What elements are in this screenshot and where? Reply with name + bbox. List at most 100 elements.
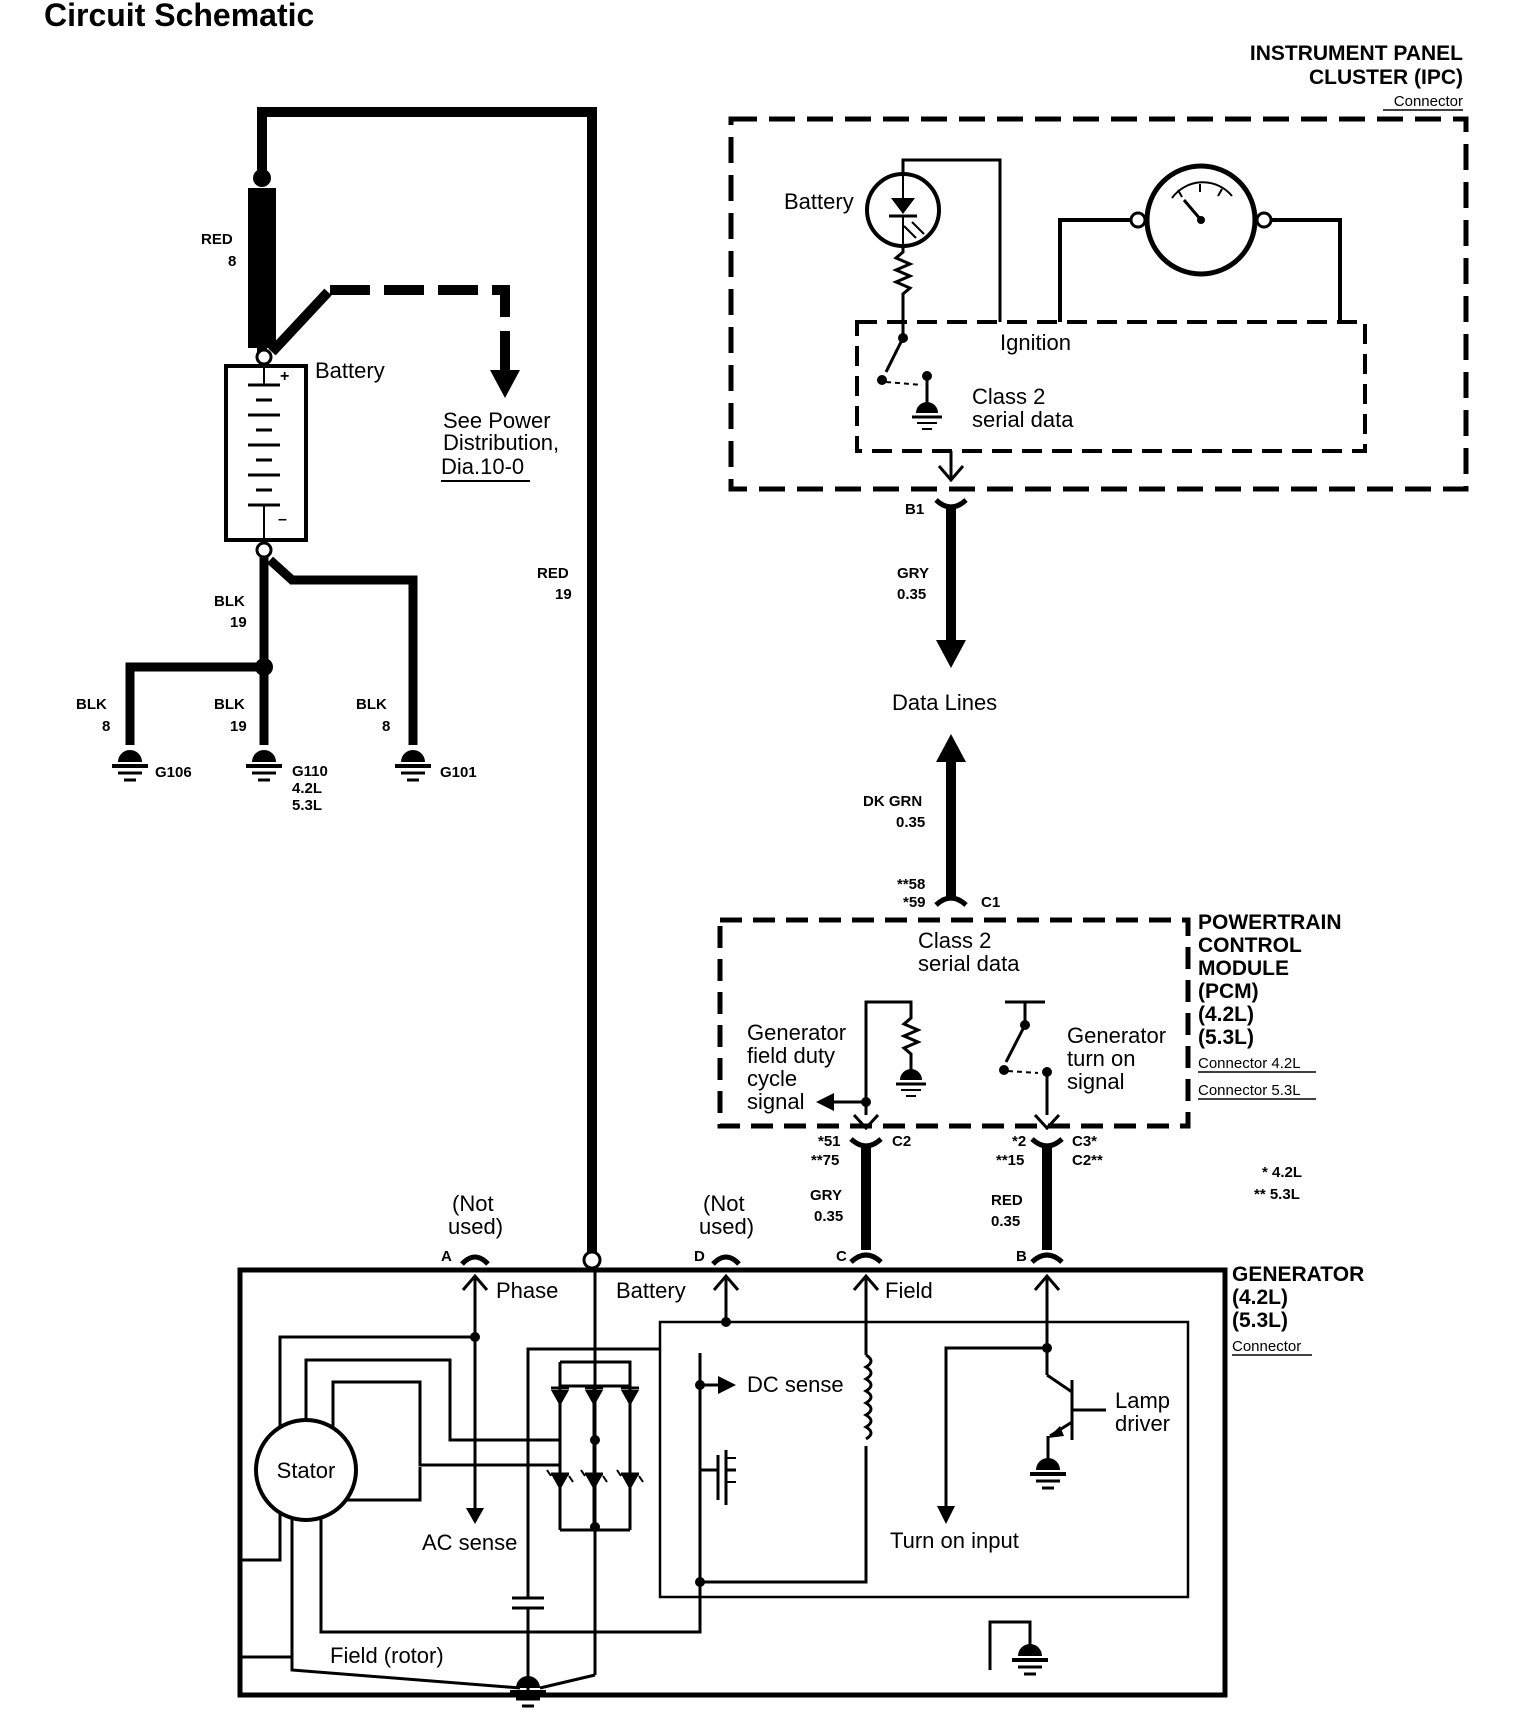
legend-entry: ** 5.3L xyxy=(1254,1186,1300,1203)
ipc-class2-label: Class 2 xyxy=(972,384,1045,409)
module-name: CLUSTER (IPC) xyxy=(1309,66,1463,89)
module-name: POWERTRAIN xyxy=(1198,911,1342,934)
turn-on-input-label: Turn on input xyxy=(890,1528,1019,1553)
generator-title: GENERATOR (4.2L) (5.3L) Connector xyxy=(1232,1263,1364,1356)
svg-text:+: + xyxy=(280,368,289,385)
ground-label: G110 xyxy=(292,763,328,780)
generator-pin-labels: A D C B xyxy=(441,1248,1027,1265)
module-name: INSTRUMENT PANEL xyxy=(1250,42,1463,65)
wire-color-label: DK GRN xyxy=(863,793,922,810)
generator-unused-terminals xyxy=(460,1254,741,1266)
connector-label: C3* xyxy=(1072,1133,1097,1150)
connector-label: C2 xyxy=(892,1133,911,1150)
ipc-class2-label: serial data xyxy=(972,407,1074,432)
legend: * 4.2L ** 5.3L xyxy=(1254,1164,1302,1203)
gry-035-field-label: GRY 0.35 xyxy=(810,1187,843,1225)
connector-label: Connector xyxy=(1394,93,1463,110)
wire-color-label: GRY xyxy=(810,1187,842,1204)
ground-label: G106 xyxy=(155,764,192,781)
pin-label: *2 xyxy=(1012,1133,1026,1150)
module-name: (4.2L) xyxy=(1198,1003,1254,1026)
note-text: used) xyxy=(699,1214,754,1239)
pin-label: *51 xyxy=(818,1133,841,1150)
ground-wire-labels: BLK 19 BLK 8 BLK 19 BLK 8 xyxy=(76,593,390,735)
pcm-class2-label: Class 2 xyxy=(918,928,991,953)
red-19-label: RED 19 xyxy=(537,565,572,603)
wire-size-label: 19 xyxy=(230,614,247,631)
module-name: CONTROL xyxy=(1198,934,1302,957)
lamp-driver-label: Lamp xyxy=(1115,1388,1170,1413)
regulator-box xyxy=(658,1320,1190,1599)
note-text: used) xyxy=(448,1214,503,1239)
signal-label: Generator xyxy=(1067,1023,1166,1048)
battery-terminal-label: Battery xyxy=(616,1278,686,1303)
pcm-module-box xyxy=(717,917,1191,1129)
dk-grn-035-label: DK GRN 0.35 xyxy=(863,793,925,831)
wire-size-label: 0.35 xyxy=(897,586,926,603)
pcm-field-circuit xyxy=(816,1000,926,1131)
connector-label: C2** xyxy=(1072,1152,1103,1169)
phase-label: Phase xyxy=(496,1278,558,1303)
pcm-turn-on-switch xyxy=(999,1000,1061,1131)
stator-symbol xyxy=(254,1418,358,1522)
wire-color-label: RED xyxy=(201,231,233,248)
connector-label: Connector xyxy=(1232,1338,1301,1355)
ipc-battery-lamp-icon xyxy=(865,172,941,248)
pin-label: *59 xyxy=(903,894,926,911)
signal-label: field duty xyxy=(747,1043,835,1068)
pcm-title: POWERTRAIN CONTROL MODULE (PCM) (4.2L) (… xyxy=(1198,911,1342,1100)
pcm-bottom-pins: *51 **75 C2 *2 **15 C3* C2** xyxy=(811,1133,1103,1169)
battery-symbol: + – xyxy=(224,348,308,559)
wire-color-label: BLK xyxy=(76,696,107,713)
wire-color-label: BLK xyxy=(356,696,387,713)
module-name: (5.3L) xyxy=(1232,1309,1288,1332)
wire-size-label: 8 xyxy=(382,718,390,735)
rectifier-diodes xyxy=(546,1384,644,1530)
signal-label: Generator xyxy=(747,1020,846,1045)
ground-labels: G106 G110 4.2L 5.3L G101 xyxy=(155,763,477,814)
pcm-to-generator-wires xyxy=(849,1137,1064,1264)
module-name: (4.2L) xyxy=(1232,1286,1288,1309)
page-title: Circuit Schematic xyxy=(44,0,314,33)
generator-internal-wires xyxy=(240,1268,1106,1690)
wire-size-label: 0.35 xyxy=(991,1213,1020,1230)
not-used-a-label: (Not used) xyxy=(448,1191,503,1239)
ground-g110-icon xyxy=(246,750,282,782)
ac-sense-label: AC sense xyxy=(422,1530,517,1555)
svg-text:–: – xyxy=(278,511,287,528)
pin-label: **75 xyxy=(811,1152,839,1169)
reference-text: Distribution, xyxy=(443,430,559,455)
pcm-field-signal-label: Generator field duty cycle signal xyxy=(747,1020,846,1114)
ipc-inner-box xyxy=(855,320,1367,453)
wire-color-label: GRY xyxy=(897,565,929,582)
ipc-voltmeter-gauge-icon xyxy=(1129,163,1273,277)
pin-label: C xyxy=(836,1248,847,1265)
wire-color-label: RED xyxy=(537,565,569,582)
pin-label: **58 xyxy=(897,876,925,893)
pcm-c1-pins: **58 *59 C1 xyxy=(897,876,1000,911)
wire-size-label: 0.35 xyxy=(814,1208,843,1225)
ground-wires xyxy=(125,556,418,745)
battery-feed-wires xyxy=(248,107,602,1270)
ground-g106-icon xyxy=(112,750,148,782)
wire-color-label: BLK xyxy=(214,696,245,713)
wire-color-label: BLK xyxy=(214,593,245,610)
pin-label: **15 xyxy=(996,1152,1024,1169)
red-035-label: RED 0.35 xyxy=(991,1192,1023,1230)
not-used-d-label: (Not used) xyxy=(699,1191,754,1239)
data-lines-wires xyxy=(934,498,968,907)
wire-size-label: 19 xyxy=(230,718,247,735)
pin-label: B xyxy=(1016,1248,1027,1265)
gry-035-label: GRY 0.35 xyxy=(897,565,929,603)
module-name: MODULE xyxy=(1198,957,1289,980)
ground-label: G101 xyxy=(440,764,477,781)
reference-text: Dia.10-0 xyxy=(441,454,524,479)
ipc-title: INSTRUMENT PANEL CLUSTER (IPC) Connector xyxy=(1250,42,1463,111)
connector-label: Connector 4.2L xyxy=(1198,1055,1301,1072)
signal-label: cycle xyxy=(747,1066,797,1091)
ipc-pin-b1: B1 xyxy=(905,501,924,518)
legend-entry: * 4.2L xyxy=(1262,1164,1302,1181)
signal-label: signal xyxy=(747,1089,804,1114)
lamp-driver-ground-icon xyxy=(1030,1458,1066,1490)
